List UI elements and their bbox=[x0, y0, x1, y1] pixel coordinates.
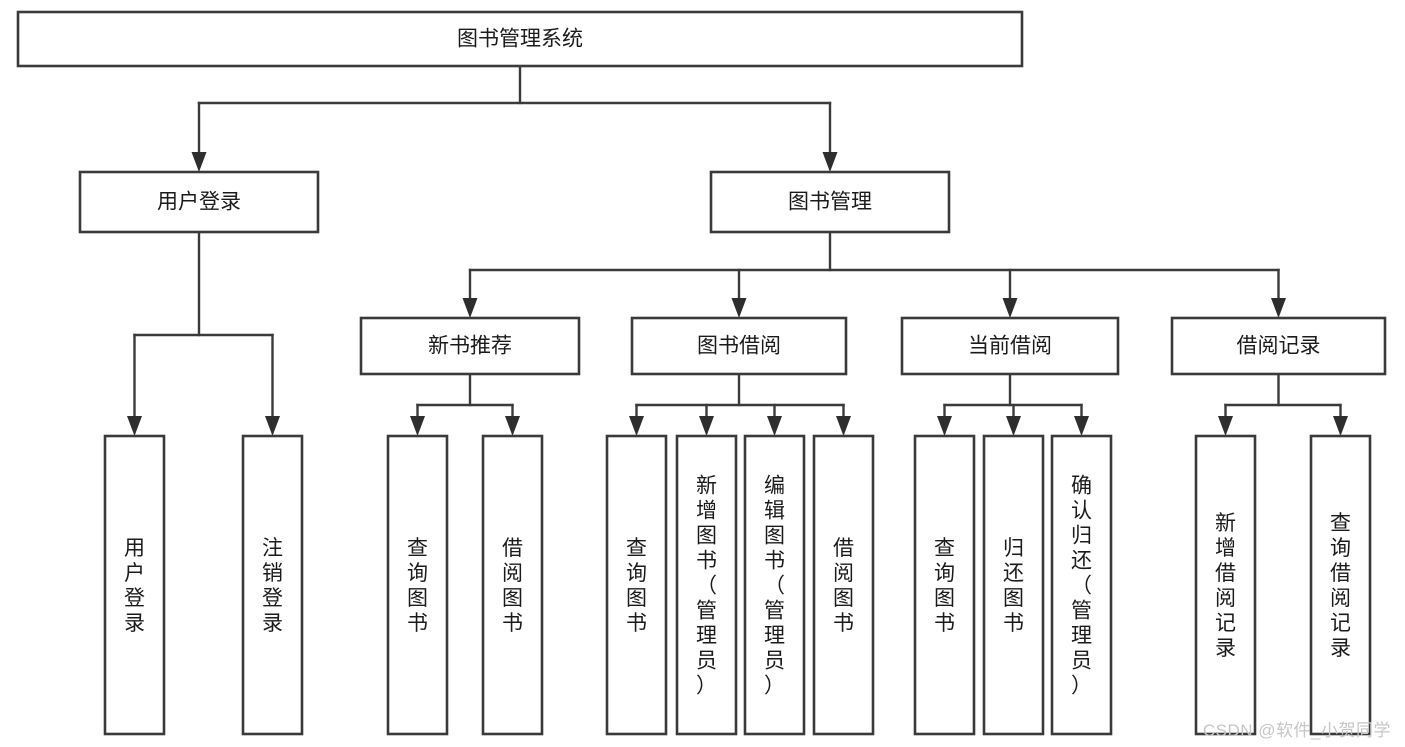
arrow-head-icon bbox=[629, 416, 644, 436]
arrow-head-icon bbox=[1002, 298, 1018, 318]
node-current-return-book[interactable]: 归还图书 bbox=[982, 434, 1045, 736]
node-box bbox=[982, 434, 1045, 736]
node-box bbox=[709, 170, 951, 234]
node-recommend-borrow-book[interactable]: 借阅图书 bbox=[481, 434, 544, 736]
node-root[interactable]: 图书管理系统 bbox=[16, 10, 1024, 68]
node-current-confirm-return[interactable]: 确认归还（管理员） bbox=[1050, 434, 1113, 736]
node-label: 新增借阅记录 bbox=[1215, 512, 1236, 660]
node-current-query-book[interactable]: 查询图书 bbox=[913, 434, 976, 736]
node-box bbox=[386, 434, 449, 736]
node-current-borrowing[interactable]: 当前借阅 bbox=[900, 316, 1120, 376]
node-label: 当前借阅 bbox=[968, 335, 1052, 358]
arrow-head-icon bbox=[410, 416, 425, 436]
arrow-head-icon bbox=[937, 416, 952, 436]
node-borrow-records[interactable]: 借阅记录 bbox=[1170, 316, 1387, 376]
node-label: 查询图书 bbox=[407, 537, 428, 635]
arrow-head-icon bbox=[699, 416, 714, 436]
node-box bbox=[241, 434, 304, 736]
arrow-head-icon bbox=[127, 416, 142, 436]
node-box bbox=[605, 434, 668, 736]
node-label: 借阅图书 bbox=[502, 537, 523, 635]
nodes-layer: 图书管理系统用户登录用户登录注销登录图书管理新书推荐查询图书借阅图书图书借阅查询… bbox=[16, 10, 1387, 736]
node-user-login[interactable]: 用户登录 bbox=[78, 170, 320, 234]
node-label: 借阅图书 bbox=[833, 537, 854, 635]
node-box bbox=[1050, 434, 1113, 736]
node-box bbox=[812, 434, 875, 736]
arrow-head-icon bbox=[1006, 416, 1021, 436]
node-box bbox=[913, 434, 976, 736]
arrow-head-icon bbox=[731, 298, 747, 318]
node-label: 新书推荐 bbox=[428, 335, 512, 358]
node-label: 用户登录 bbox=[124, 537, 145, 635]
connectors-layer bbox=[127, 64, 1348, 436]
node-box bbox=[675, 434, 738, 736]
arrow-head-icon bbox=[1218, 416, 1233, 436]
node-records-add-record[interactable]: 新增借阅记录 bbox=[1194, 434, 1257, 736]
node-label: 用户登录 bbox=[157, 191, 241, 214]
node-label: 查询图书 bbox=[934, 537, 955, 635]
connector-new-book-recommend-to-leaves bbox=[410, 372, 520, 436]
arrow-head-icon bbox=[265, 416, 280, 436]
node-label: 查询借阅记录 bbox=[1330, 512, 1351, 660]
node-box bbox=[743, 434, 806, 736]
node-book-borrowing[interactable]: 图书借阅 bbox=[630, 316, 848, 376]
node-label: 图书管理 bbox=[788, 191, 872, 214]
node-recommend-query-book[interactable]: 查询图书 bbox=[386, 434, 449, 736]
node-label: 归还图书 bbox=[1003, 537, 1024, 635]
arrow-head-icon bbox=[1333, 416, 1348, 436]
node-box bbox=[1170, 316, 1387, 376]
node-label: 编辑图书（管理员） bbox=[764, 475, 785, 698]
node-box bbox=[78, 170, 320, 234]
node-book-management[interactable]: 图书管理 bbox=[709, 170, 951, 234]
node-borrow-edit-book[interactable]: 编辑图书（管理员） bbox=[743, 434, 806, 736]
node-label: 借阅记录 bbox=[1237, 335, 1321, 358]
node-box bbox=[481, 434, 544, 736]
node-user-login-leaf[interactable]: 用户登录 bbox=[103, 434, 166, 736]
arrow-head-icon bbox=[462, 298, 478, 318]
connector-root-to-level2 bbox=[191, 64, 838, 172]
arrow-head-icon bbox=[1074, 416, 1089, 436]
node-user-logout-leaf[interactable]: 注销登录 bbox=[241, 434, 304, 736]
node-box bbox=[359, 316, 581, 376]
node-label: 图书管理系统 bbox=[457, 28, 583, 51]
connector-book-borrowing-to-leaves bbox=[629, 372, 851, 436]
arrow-head-icon bbox=[767, 416, 782, 436]
node-label: 图书借阅 bbox=[697, 335, 781, 358]
connector-book-management-to-level3 bbox=[462, 230, 1286, 318]
arrow-head-icon bbox=[1271, 298, 1286, 318]
node-box bbox=[1309, 434, 1372, 736]
node-borrow-query-book[interactable]: 查询图书 bbox=[605, 434, 668, 736]
connector-current-borrowing-to-leaves bbox=[937, 372, 1089, 436]
node-label: 注销登录 bbox=[262, 537, 283, 635]
node-label: 确认归还（管理员） bbox=[1071, 475, 1092, 698]
arrow-head-icon bbox=[822, 152, 838, 172]
node-box bbox=[103, 434, 166, 736]
node-box bbox=[630, 316, 848, 376]
node-label: 查询图书 bbox=[626, 537, 647, 635]
watermark-text: CSDN @软件_小贺同学 bbox=[1202, 721, 1391, 740]
node-borrow-add-book[interactable]: 新增图书（管理员） bbox=[675, 434, 738, 736]
node-new-book-recommend[interactable]: 新书推荐 bbox=[359, 316, 581, 376]
node-label: 新增图书（管理员） bbox=[696, 475, 717, 698]
node-box bbox=[16, 10, 1024, 68]
connector-user-login-to-leaves bbox=[127, 230, 280, 436]
arrow-head-icon bbox=[191, 152, 207, 172]
arrow-head-icon bbox=[505, 416, 520, 436]
node-borrow-borrow-book[interactable]: 借阅图书 bbox=[812, 434, 875, 736]
connector-borrow-records-to-leaves bbox=[1218, 372, 1348, 436]
node-box bbox=[1194, 434, 1257, 736]
node-box bbox=[900, 316, 1120, 376]
arrow-head-icon bbox=[836, 416, 851, 436]
node-records-query-record[interactable]: 查询借阅记录 bbox=[1309, 434, 1372, 736]
